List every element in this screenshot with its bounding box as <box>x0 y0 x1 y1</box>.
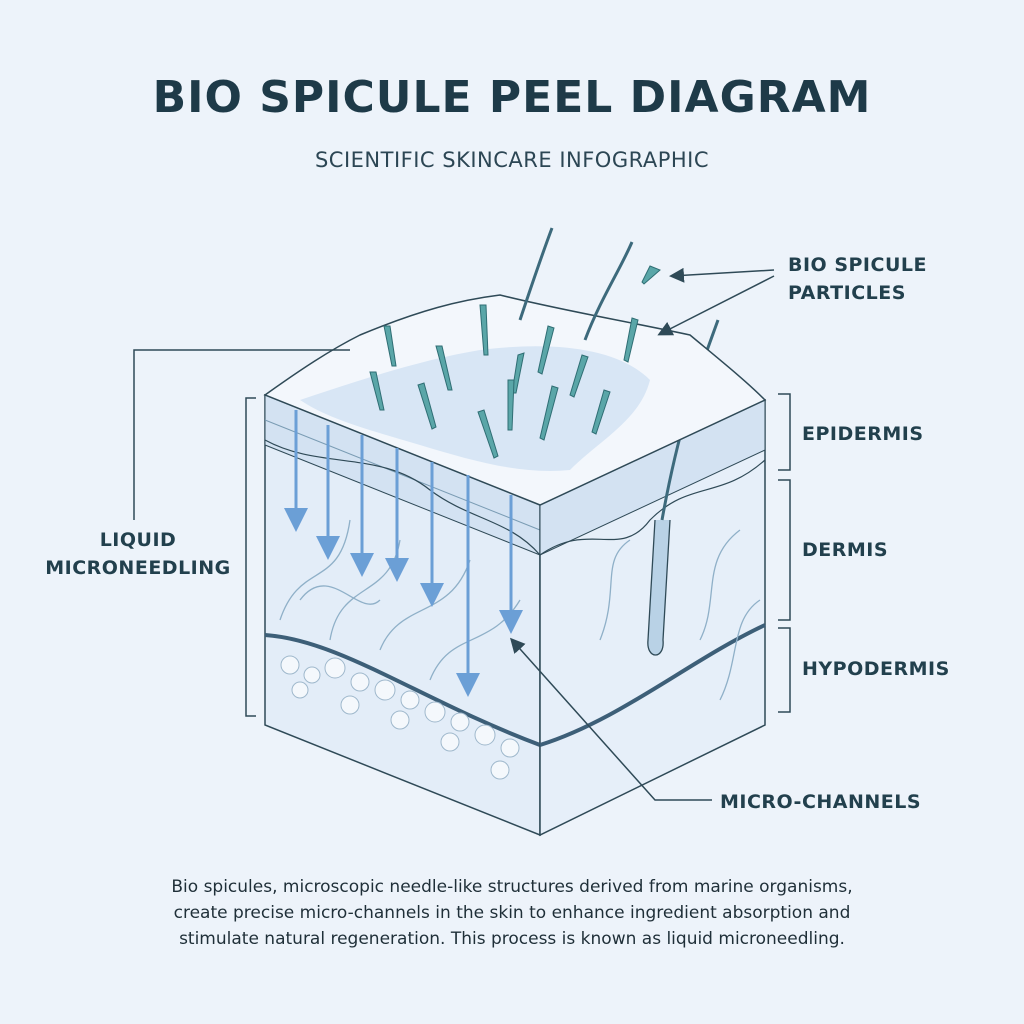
page-subtitle: SCIENTIFIC SKINCARE INFOGRAPHIC <box>314 148 710 172</box>
label-micro-channels: MICRO-CHANNELS <box>720 791 922 813</box>
label-line: LIQUID <box>99 529 177 551</box>
caption-line: create precise micro-channels in the ski… <box>173 903 851 923</box>
label-line: BIO SPICULE <box>788 254 927 276</box>
page-title: BIO SPICULE PEEL DIAGRAM <box>152 72 872 123</box>
front-face <box>264 393 541 837</box>
label-hypodermis: HYPODERMIS <box>802 658 950 680</box>
label-line: MICRONEEDLING <box>45 557 231 579</box>
caption-line: stimulate natural regeneration. This pro… <box>179 929 845 949</box>
hair-strands <box>518 227 634 341</box>
label-bio-spicule-particles: BIO SPICULE PARTICLES <box>788 251 927 307</box>
side-face <box>539 319 766 837</box>
leader-lines <box>133 267 791 801</box>
micro-channel-arrows <box>284 410 523 697</box>
label-liquid-microneedling: LIQUID MICRONEEDLING <box>40 526 236 582</box>
caption-line: Bio spicules, microscopic needle-like st… <box>171 877 853 897</box>
label-dermis: DERMIS <box>802 539 889 561</box>
caption: Bio spicules, microscopic needle-like st… <box>100 874 924 952</box>
label-line: PARTICLES <box>788 282 906 304</box>
bio-spicules <box>369 265 661 459</box>
label-epidermis: EPIDERMIS <box>802 423 924 445</box>
